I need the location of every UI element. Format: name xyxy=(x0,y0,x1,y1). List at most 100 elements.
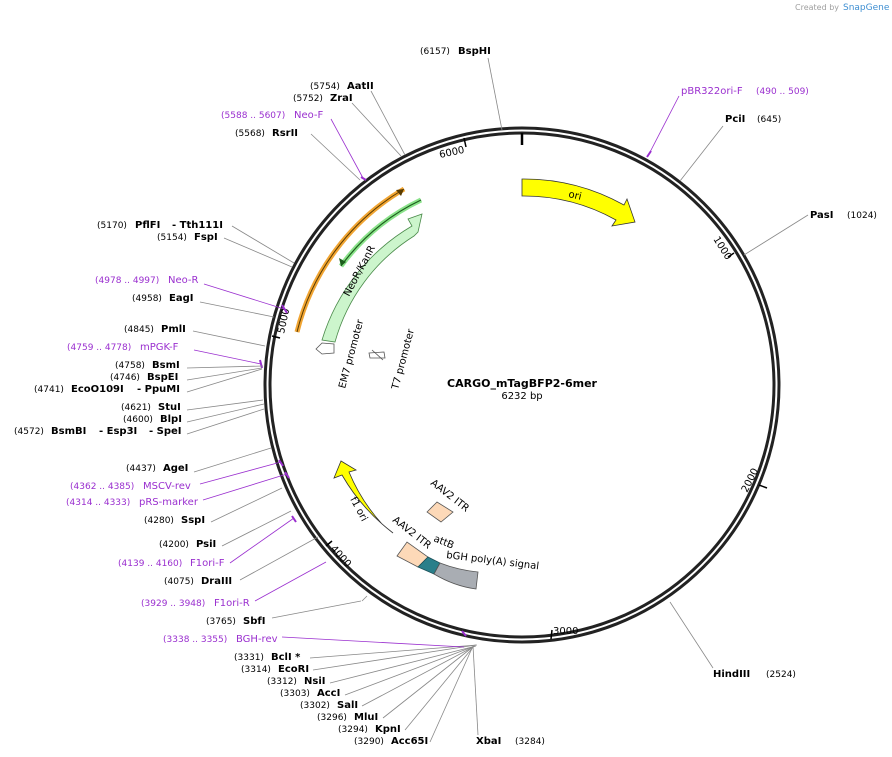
acc65i-pos: (3290) xyxy=(354,737,384,747)
tick-3000: 3000 xyxy=(553,626,578,637)
hindiii-label[interactable]: HindIII xyxy=(713,669,750,680)
mscv-rev-label[interactable]: MSCV-rev xyxy=(143,481,191,492)
ppumi-label[interactable]: - PpuMI xyxy=(137,384,180,395)
pmli-pos: (4845) xyxy=(124,325,154,335)
neo-r-arrowhead xyxy=(339,258,346,266)
bsphi-pos: (6157) xyxy=(420,47,450,57)
mpgk-f-label[interactable]: mPGK-F xyxy=(140,342,179,353)
eagi-label[interactable]: EagI xyxy=(169,293,193,304)
fspi-pos: (5154) xyxy=(157,233,187,243)
mlui-pos: (3296) xyxy=(317,713,347,723)
attb-label: attB xyxy=(432,534,456,552)
agei-pos: (4437) xyxy=(126,464,156,474)
f1ori-r-label[interactable]: F1ori-R xyxy=(214,598,250,609)
bsphi-label[interactable]: BspHI xyxy=(458,46,491,57)
tick-4000-mark xyxy=(325,540,333,547)
ecoo109i-label[interactable]: EcoO109I xyxy=(71,384,124,395)
pmli-label[interactable]: PmlI xyxy=(161,324,186,335)
pasi-label[interactable]: PasI xyxy=(810,210,833,221)
sali-label[interactable]: SalI xyxy=(337,700,358,711)
ori-label: ori xyxy=(567,189,582,203)
draiii-label[interactable]: DraIII xyxy=(201,576,232,587)
spei-label[interactable]: - SpeI xyxy=(149,426,182,437)
zrai-label[interactable]: ZraI xyxy=(330,93,353,104)
tick-1000-mark xyxy=(727,252,735,258)
f1ori-feature[interactable] xyxy=(333,460,394,534)
draiii-pos: (4075) xyxy=(164,577,194,587)
tick-6000-mark xyxy=(463,137,467,148)
neo-f-primer-arc xyxy=(294,186,406,333)
ori-feature[interactable] xyxy=(521,178,636,227)
tick-5000: 5000 xyxy=(276,307,292,334)
rsrii-label[interactable]: RsrII xyxy=(272,128,298,139)
mlui-label[interactable]: MluI xyxy=(354,712,378,723)
f1ori-f-label[interactable]: F1ori-F xyxy=(190,558,225,569)
aatii-label[interactable]: AatII xyxy=(347,81,374,92)
stui-label[interactable]: StuI xyxy=(158,402,181,413)
xbai-label[interactable]: XbaI xyxy=(476,736,501,747)
pbr322ori-f-pos: (490 .. 509) xyxy=(756,87,809,97)
pflfi-pos: (5170) xyxy=(97,221,127,231)
prs-marker-label[interactable]: pRS-marker xyxy=(139,497,199,508)
bgh-rev-pos: (3338 .. 3355) xyxy=(163,635,227,645)
esp3i-label[interactable]: - Esp3I xyxy=(99,426,137,437)
sali-pos: (3302) xyxy=(300,701,330,711)
neokanr-feature[interactable] xyxy=(321,213,423,343)
acc65i-label[interactable]: Acc65I xyxy=(391,736,428,747)
stui-pos: (4621) xyxy=(121,403,151,413)
bsmbi-pos: (4572) xyxy=(14,427,44,437)
aatii-pos: (5754) xyxy=(310,82,340,92)
xbai-pos: (3284) xyxy=(515,737,545,747)
em7-promoter-feature[interactable] xyxy=(315,342,335,355)
prs-marker-pos: (4314 .. 4333) xyxy=(66,498,130,508)
bcli-pos: (3331) xyxy=(234,653,264,663)
blpi-pos: (4600) xyxy=(123,415,153,425)
tth111i-label[interactable]: - Tth111I xyxy=(172,220,223,231)
acci-label[interactable]: AccI xyxy=(317,688,340,699)
bspei-pos: (4746) xyxy=(110,373,140,383)
psii-label[interactable]: PsiI xyxy=(196,539,216,550)
snapgene-logo: SnapGene xyxy=(843,3,890,13)
kpni-label[interactable]: KpnI xyxy=(375,724,401,735)
ecori-label[interactable]: EcoRI xyxy=(278,664,309,675)
bsmi-label[interactable]: BsmI xyxy=(152,360,180,371)
tick-1000: 1000 xyxy=(710,235,733,262)
fspi-label[interactable]: FspI xyxy=(194,232,218,243)
nsii-pos: (3312) xyxy=(267,677,297,687)
t7-promoter-label: T7 promoter xyxy=(390,327,417,392)
neo-f-primer-arc-core xyxy=(296,188,405,333)
neo-f-label[interactable]: Neo-F xyxy=(294,110,324,121)
pcii-label[interactable]: PciI xyxy=(725,114,745,125)
primer-marks xyxy=(259,150,652,637)
mpgk-f-pos: (4759 .. 4778) xyxy=(67,343,131,353)
eagi-pos: (4958) xyxy=(132,294,162,304)
pflfi-label[interactable]: PflFI xyxy=(135,220,160,231)
mscv-rev-pos: (4362 .. 4385) xyxy=(70,482,134,492)
pcii-pos: (645) xyxy=(757,115,781,125)
pasi-pos: (1024) xyxy=(847,211,877,221)
bspei-label[interactable]: BspEI xyxy=(147,372,178,383)
bsmi-pos: (4758) xyxy=(115,361,145,371)
tick-3000-mark xyxy=(550,629,553,640)
bsmbi-label[interactable]: BsmBI xyxy=(51,426,86,437)
em7-promoter-label: EM7 promoter xyxy=(337,318,366,390)
pbr322ori-f-label[interactable]: pBR322ori-F xyxy=(681,86,743,97)
credit-created-by: Created by xyxy=(795,3,839,12)
primer-leader-lines xyxy=(193,95,680,648)
bcli-label[interactable]: BclI * xyxy=(271,652,301,663)
bgh-polya-feature[interactable] xyxy=(433,562,479,590)
nsii-label[interactable]: NsiI xyxy=(304,676,325,687)
neo-r-primer-arc-core xyxy=(340,199,422,267)
sbfi-label[interactable]: SbfI xyxy=(243,616,265,627)
zrai-pos: (5752) xyxy=(293,94,323,104)
neo-r-label[interactable]: Neo-R xyxy=(168,275,199,286)
agei-label[interactable]: AgeI xyxy=(163,463,188,474)
blpi-label[interactable]: BlpI xyxy=(160,414,182,425)
plasmid-name: CARGO_mTagBFP2-6mer xyxy=(447,377,598,390)
aav2-itr-upper-feature[interactable] xyxy=(426,501,454,523)
bgh-rev-label[interactable]: BGH-rev xyxy=(236,634,278,645)
tick-5000-mark xyxy=(271,335,281,339)
sspi-label[interactable]: SspI xyxy=(181,515,205,526)
tick-2000-mark xyxy=(758,484,768,489)
